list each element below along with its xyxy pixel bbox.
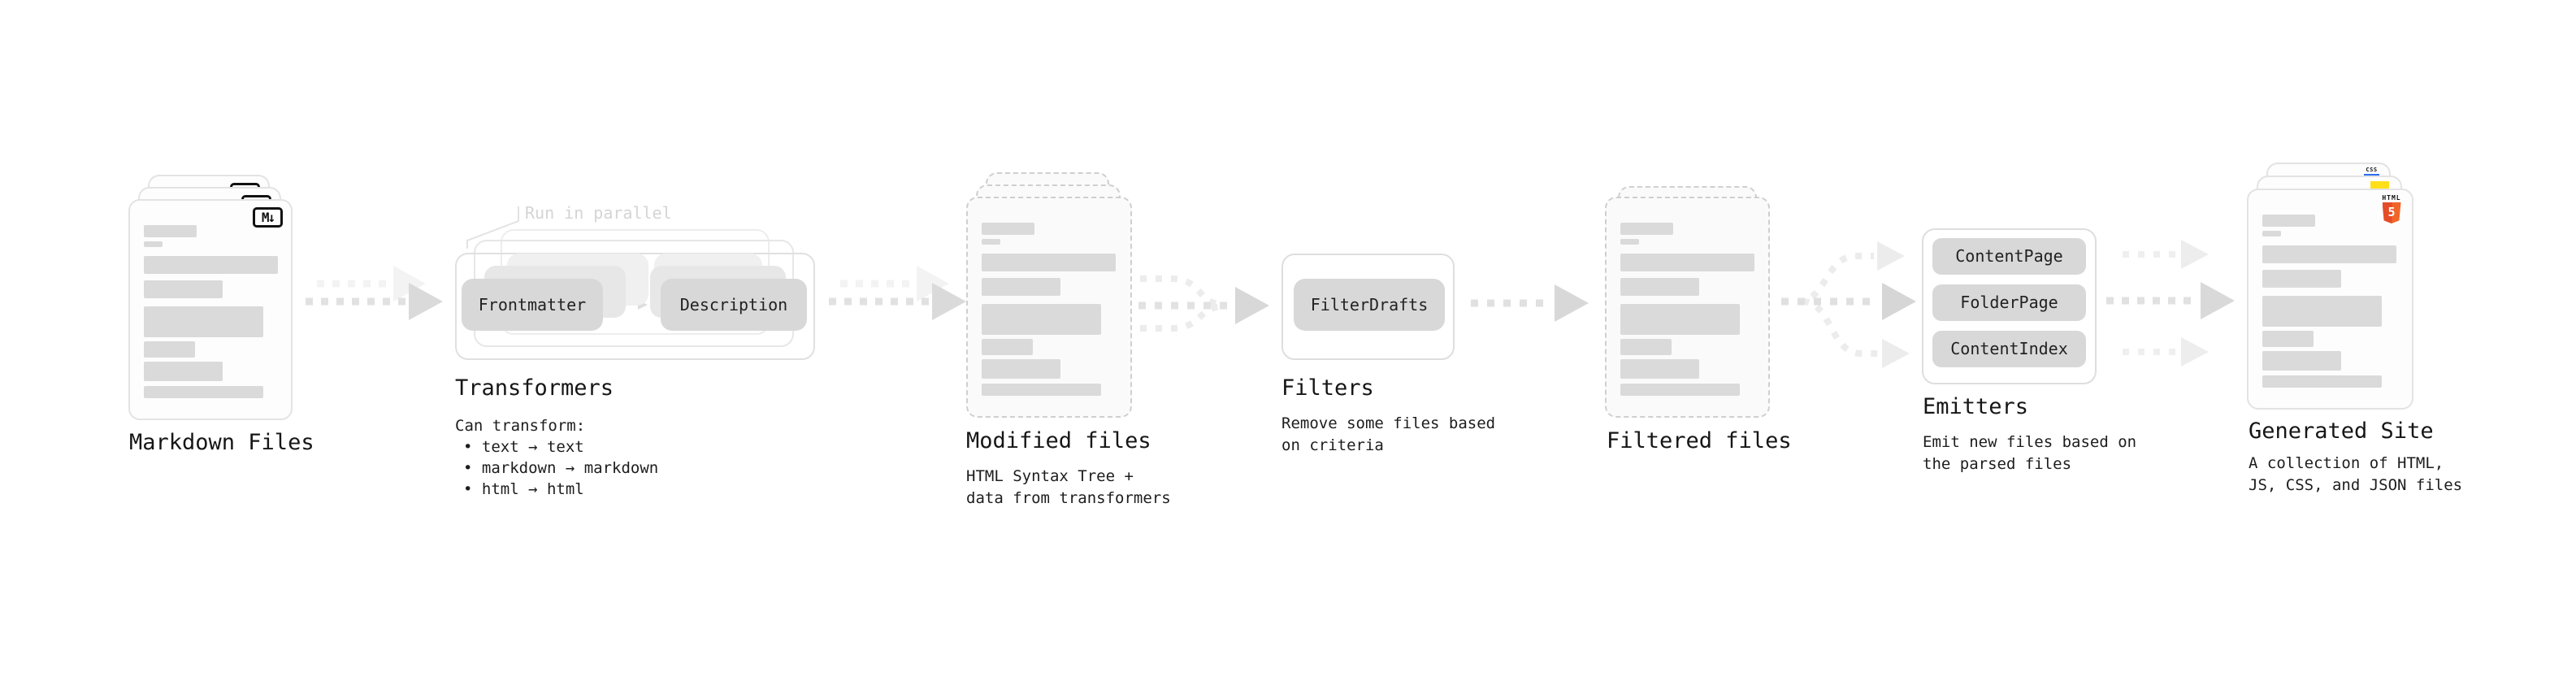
generated-site-description: A collection of HTML, JS, CSS, and JSON … — [2249, 454, 2463, 494]
arrow-markdown-to-transformers — [306, 266, 443, 320]
file-content-placeholder — [2262, 190, 2412, 408]
modified-file-card-front — [966, 197, 1132, 418]
emitters-title: Emitters — [1923, 394, 2029, 419]
run-in-parallel-note: Run in parallel — [525, 203, 672, 223]
filters-container — [1281, 254, 1455, 360]
filters-title: Filters — [1281, 375, 1374, 401]
generated-site-title: Generated Site — [2249, 419, 2434, 444]
site-file-card-front: HTML 5 — [2247, 189, 2413, 410]
transformers-description: Can transform: • text → text • markdown … — [455, 415, 658, 500]
transformers-bullet: • text → text — [463, 438, 584, 456]
emitters-description: Emit new files based on the parsed files — [1923, 433, 2137, 473]
file-content-placeholder — [1620, 198, 1768, 416]
arrow-transformers-to-modified — [829, 266, 966, 320]
folderpage-chip: FolderPage — [1932, 284, 2086, 321]
contentpage-chip: ContentPage — [1932, 238, 2086, 275]
file-content-placeholder — [144, 201, 291, 419]
file-content-placeholder — [982, 198, 1130, 416]
frontmatter-chip: Frontmatter — [462, 279, 603, 331]
transformers-desc-heading: Can transform: — [455, 417, 586, 435]
run-in-parallel-leader-line — [466, 206, 519, 249]
filtered-file-card-front — [1605, 197, 1770, 418]
css-icon: CSS — [2364, 167, 2379, 176]
filtered-files-title: Filtered files — [1607, 428, 1792, 453]
html5-icon: HTML 5 — [2381, 194, 2402, 223]
markdown-files-title: Markdown Files — [129, 430, 314, 455]
modified-files-title: Modified files — [966, 428, 1151, 453]
arrow-emitters-to-site — [2106, 240, 2235, 367]
markdown-file-card-front: M↓ — [128, 199, 293, 420]
transformers-bullet: • html → html — [463, 480, 584, 498]
modified-files-description: HTML Syntax Tree + data from transformer… — [966, 467, 1171, 507]
contentindex-chip: ContentIndex — [1932, 331, 2086, 367]
emitters-container — [1922, 228, 2097, 384]
arrow-filtered-to-emitters — [1781, 241, 1916, 368]
filters-description: Remove some files based on criteria — [1281, 414, 1496, 454]
description-chip: Description — [661, 279, 807, 331]
filterdrafts-chip: FilterDrafts — [1294, 279, 1445, 331]
arrow-filters-to-filtered — [1471, 284, 1589, 322]
transformers-bullet: • markdown → markdown — [463, 459, 659, 477]
arrow-modified-to-filters — [1138, 275, 1269, 332]
transformers-title: Transformers — [455, 375, 614, 401]
markdown-icon: M↓ — [253, 207, 283, 228]
